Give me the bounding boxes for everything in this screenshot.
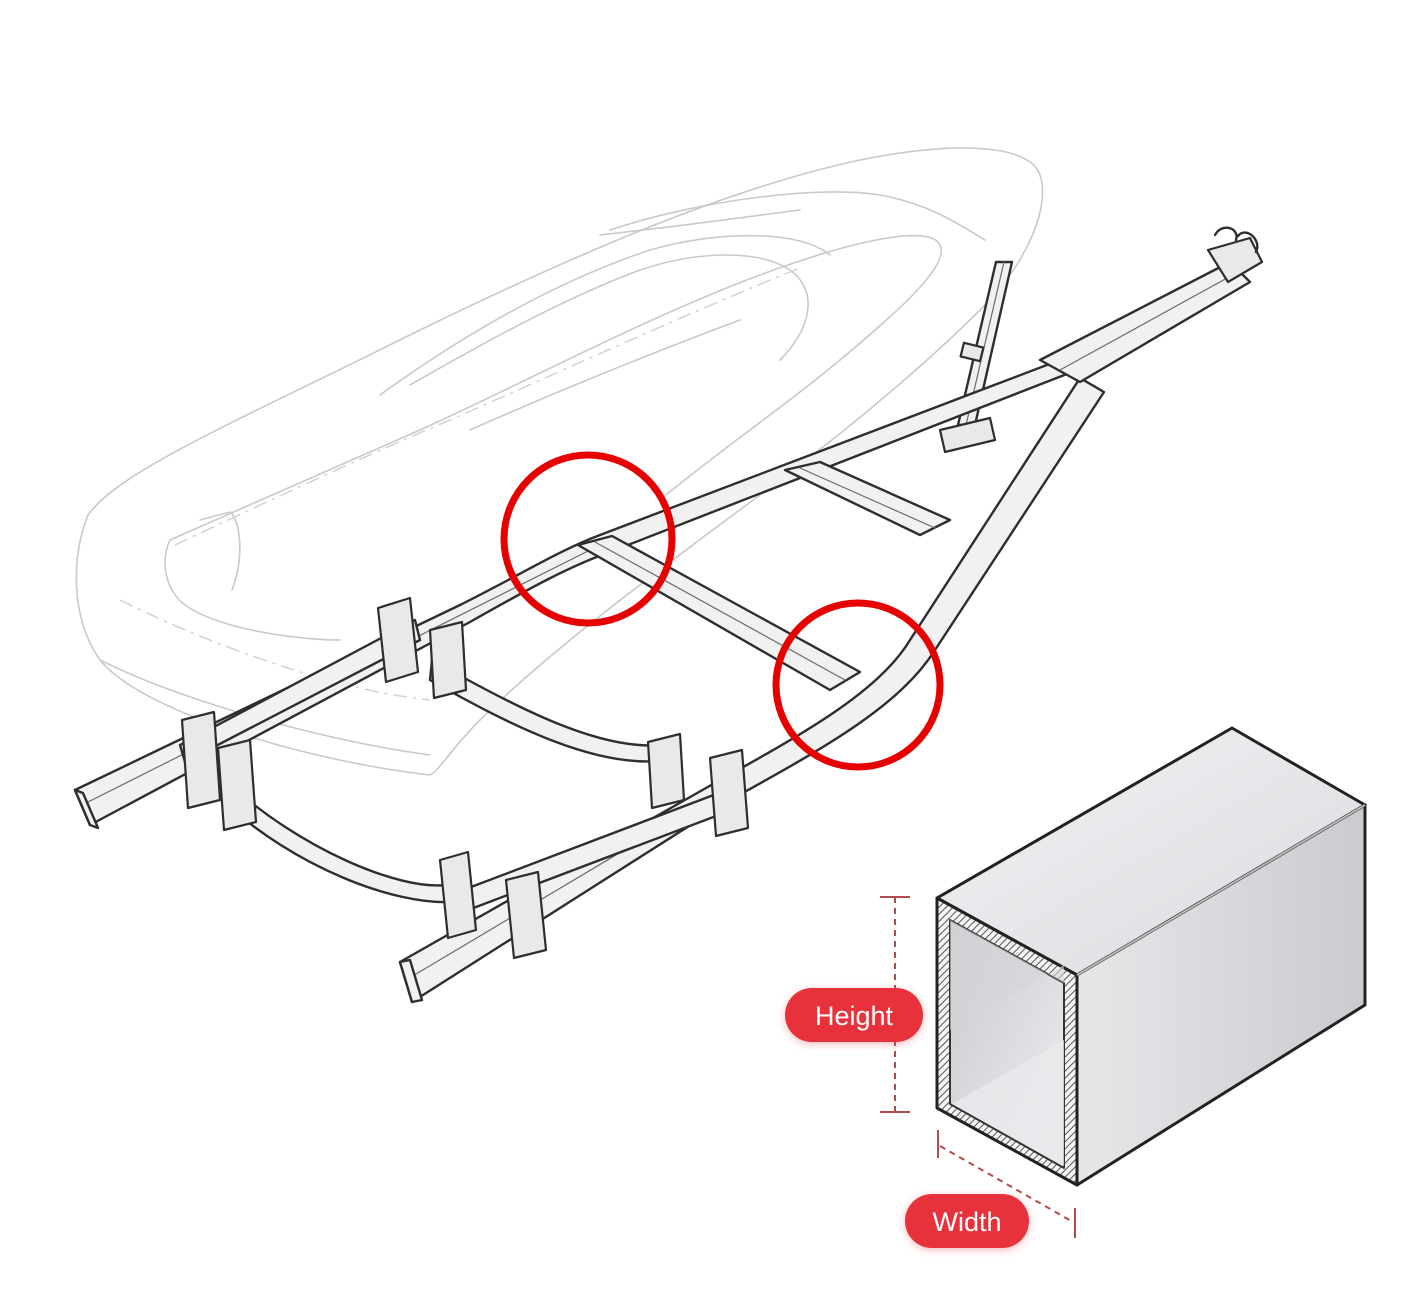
- width-dimension: [937, 1130, 1076, 1238]
- height-label: Height: [785, 988, 923, 1042]
- trailer-tongue: [1038, 226, 1264, 384]
- bend-highlights: [500, 451, 944, 771]
- mount-brackets: [180, 596, 750, 960]
- boat-outline: [75, 147, 1044, 776]
- trailer-frame: [73, 226, 1264, 1004]
- red-circle-icon: [500, 451, 676, 627]
- width-label-text: Width: [932, 1207, 1001, 1237]
- front-crossmember: [783, 460, 952, 537]
- height-label-text: Height: [815, 1001, 894, 1031]
- height-dimension: [880, 896, 910, 1113]
- middle-crossmember: [576, 534, 862, 692]
- square-tube-detail: [935, 726, 1367, 1187]
- width-label: Width: [905, 1194, 1029, 1248]
- winch-post: [938, 260, 1014, 454]
- red-circle-icon: [772, 599, 944, 771]
